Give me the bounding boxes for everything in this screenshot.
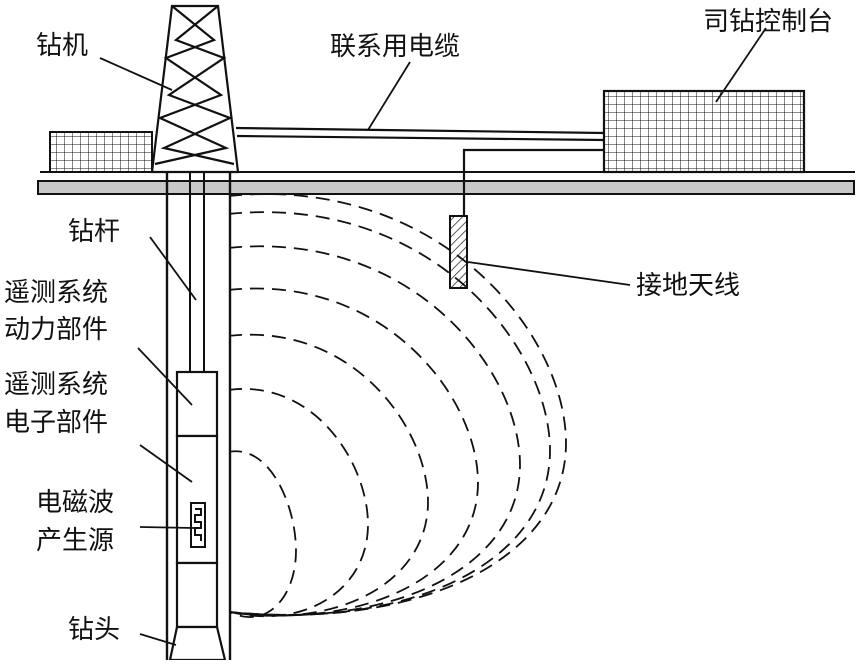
label-cable: 联系用电缆 (330, 32, 460, 62)
label-drill-bit: 钻头 (68, 615, 120, 645)
driller-console (602, 89, 806, 174)
em-wave-loop (230, 287, 479, 617)
telemetry-power-unit (175, 370, 219, 438)
drill-bit-shape (168, 625, 227, 662)
em-wave-field (230, 193, 567, 618)
drill-rig (150, 4, 240, 174)
label-ground-antenna: 接地天线 (636, 271, 740, 301)
em-wave-loop (230, 245, 521, 616)
label-telemetry-electronics-2: 电子部件 (4, 408, 108, 438)
label-telemetry-power-2: 动力部件 (4, 315, 108, 345)
cable (235, 126, 605, 142)
lower-sub (175, 561, 219, 629)
ground-surface (37, 180, 855, 195)
leader-lines (99, 27, 767, 646)
label-telemetry-power-1: 遥测系统 (4, 278, 108, 308)
em-source-symbol (190, 502, 206, 548)
label-drill-pipe: 钻杆 (68, 217, 120, 247)
drill-pipe (189, 172, 205, 372)
em-wave-loop (230, 388, 369, 618)
label-driller-console: 司钻控制台 (703, 7, 833, 37)
em-wave-loop (230, 193, 567, 616)
em-wave-loop (230, 333, 429, 617)
label-em-source-1: 电磁波 (36, 488, 114, 518)
surface-equipment-box (49, 131, 153, 173)
label-em-source-2: 产生源 (36, 526, 114, 556)
antenna-wire (462, 148, 604, 216)
labels: 钻机 联系用电缆 司钻控制台 钻杆 遥测系统 动力部件 遥测系统 电子部件 电磁… (4, 7, 833, 645)
borehole (165, 172, 232, 660)
label-telemetry-electronics-1: 遥测系统 (4, 370, 108, 400)
em-wave-loop (230, 211, 551, 616)
em-wave-loop (230, 450, 297, 618)
label-drill-rig: 钻机 (36, 31, 88, 61)
tool-string (168, 370, 227, 662)
ground-antenna (449, 215, 468, 289)
